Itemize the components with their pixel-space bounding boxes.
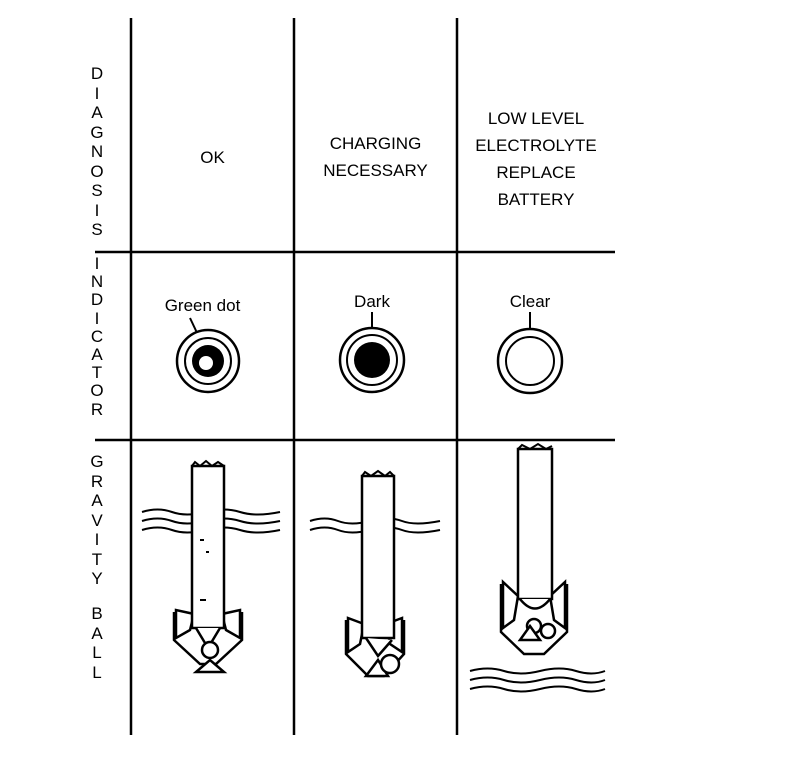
row-label-letter: R	[90, 471, 104, 491]
diagnosis-ok: OK	[131, 144, 294, 171]
indicator-label-dark: Dark	[354, 292, 390, 311]
row-label-letter: C	[90, 326, 104, 346]
row-label-letter: S	[91, 181, 103, 200]
row-label-letter: A	[91, 491, 103, 510]
diagnosis-line: LOW LEVEL	[487, 109, 585, 128]
row-label-letter: V	[91, 510, 103, 530]
row-label-letter: N	[90, 142, 104, 161]
hydrometer-charging	[309, 469, 441, 678]
row-label-letter: A	[91, 103, 103, 122]
row-label-letter: I	[94, 83, 100, 103]
row-label-letter: T	[91, 549, 103, 569]
row-label-letter: A	[91, 623, 103, 643]
row-label-letter: S	[91, 220, 103, 239]
row-label-letter: L	[92, 662, 102, 682]
row-label-letter: B	[91, 604, 103, 623]
diagnosis-line: CHARGING	[329, 134, 422, 153]
row-label-letter: I	[94, 200, 100, 220]
diagnosis-charging-necessary: CHARGING NECESSARY	[294, 130, 457, 184]
row-label-letter: R	[90, 399, 104, 419]
diagnosis-low-level: LOW LEVEL ELECTROLYTE REPLACE BATTERY	[457, 105, 615, 213]
indicator-label-clear: Clear	[509, 292, 551, 311]
diagnosis-line: ELECTROLYTE	[475, 136, 597, 155]
row-label-letter: A	[91, 345, 103, 365]
row-label-letter: Y	[91, 569, 103, 588]
diagnosis-line: REPLACE	[496, 163, 576, 182]
row-label-letter: N	[90, 272, 104, 292]
indicator-label-green-dot: Green dot	[164, 296, 241, 315]
row-label-letter: G	[90, 122, 104, 142]
indicator-dark	[338, 326, 406, 394]
row-label-letter: G	[90, 452, 104, 471]
row-label-letter: D	[90, 64, 104, 83]
row-label-letter: I	[94, 308, 100, 328]
row-label-letter: T	[91, 363, 103, 383]
diagnosis-line: NECESSARY	[323, 161, 428, 180]
diagnosis-line: BATTERY	[497, 190, 575, 209]
row-label-letter: L	[92, 643, 102, 662]
table-grid	[95, 18, 615, 735]
diagnosis-line: OK	[200, 148, 225, 167]
indicator-clear	[496, 327, 564, 395]
row-label-letter: O	[90, 161, 104, 181]
row-label-letter: I	[94, 254, 100, 273]
row-label-letter: O	[90, 381, 104, 401]
indicator-green-dot	[175, 328, 241, 394]
row-label-letter: I	[94, 530, 100, 549]
hydrometer-ok	[141, 459, 281, 674]
row-label-letter: D	[90, 290, 104, 310]
hydrometer-low-level	[469, 442, 606, 693]
